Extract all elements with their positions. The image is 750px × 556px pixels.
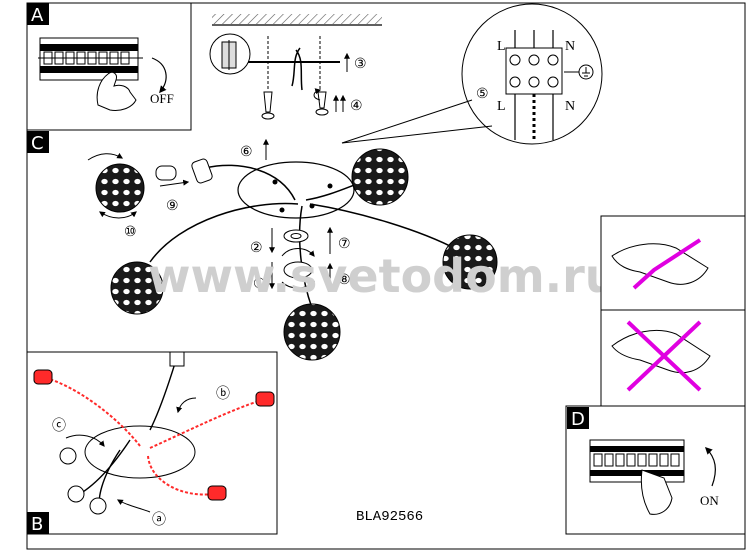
hand-icon <box>96 71 137 111</box>
screw-icon <box>261 91 329 120</box>
panel-b-label-box <box>27 512 49 534</box>
step-9: ⑨ <box>166 199 179 214</box>
step-7: ⑦ <box>338 237 351 252</box>
step-3: ③ <box>354 57 367 72</box>
panel-a-label: A <box>31 5 44 26</box>
callout-line <box>341 99 473 144</box>
panel-b: B ⓒ ⓑ ⓐ <box>26 351 278 535</box>
circuit-breaker-icon <box>38 37 143 81</box>
watermark: www.svetodom.ru <box>148 249 618 303</box>
hand-icon <box>640 469 673 515</box>
step-4: ④ <box>350 99 363 114</box>
switch-off-label: OFF <box>150 91 174 106</box>
highlighted-sockets <box>33 369 275 501</box>
circuit-breaker-icon <box>589 439 685 483</box>
fixing-nut <box>283 229 309 243</box>
switch-on-arrow <box>704 446 716 487</box>
terminal-block-diagram: ⑤ L N L N <box>341 3 603 145</box>
terminal-neutral-bottom: N <box>565 99 575 114</box>
panel-d-label-box <box>567 407 589 429</box>
panel-b-label: B <box>31 514 43 535</box>
step-1: ① <box>253 277 266 292</box>
panel-c: C ⑨ ⑩ ⑥ ② ① ⑦ <box>26 130 618 361</box>
panel-a-label-box <box>27 3 49 25</box>
crystal-shade <box>283 303 341 361</box>
terminal-live-bottom: L <box>497 99 506 114</box>
terminal-live-top: L <box>497 39 506 54</box>
lamp-socket <box>155 158 213 184</box>
panel-c-label: C <box>31 133 44 154</box>
highlighted-arms <box>45 377 263 496</box>
bulb-handling-panel <box>600 215 746 407</box>
ground-icon <box>564 64 594 80</box>
crystal-shade <box>95 163 145 213</box>
panel-d-label: D <box>571 409 585 430</box>
step-a: ⓐ <box>152 512 166 528</box>
step-8: ⑧ <box>338 273 351 288</box>
decorative-cap <box>283 261 313 279</box>
step-c: ⓒ <box>52 418 66 434</box>
step-2: ② <box>250 241 263 256</box>
terminal-wires <box>514 30 554 140</box>
correct-check-mark <box>632 238 702 290</box>
step-5: ⑤ <box>476 87 489 102</box>
terminal-screws <box>505 47 563 95</box>
step-6: ⑥ <box>240 145 253 160</box>
switch-off-arrow <box>151 57 167 94</box>
wrong-cross-mark <box>626 320 702 392</box>
crystal-shades <box>95 148 498 361</box>
b-sockets <box>59 447 107 515</box>
supply-wires <box>291 47 303 91</box>
crystal-shade <box>442 234 498 290</box>
crystal-shade <box>351 148 409 206</box>
ceiling-mount-diagram: ③ ④ <box>209 14 382 120</box>
terminal-neutral-top: N <box>565 39 575 54</box>
model-number: BLA92566 <box>356 509 423 525</box>
panel-d: D ON <box>565 405 746 535</box>
step-b: ⓑ <box>216 386 230 402</box>
switch-on-label: ON <box>700 493 719 508</box>
step-10: ⑩ <box>124 225 137 240</box>
ceiling-hatch <box>212 14 382 24</box>
b-canopy <box>84 425 196 479</box>
bulb-handling-frame <box>600 215 746 407</box>
crystal-shade <box>110 261 164 315</box>
panel-a: A OFF <box>26 2 192 131</box>
panel-c-label-box <box>27 131 49 153</box>
